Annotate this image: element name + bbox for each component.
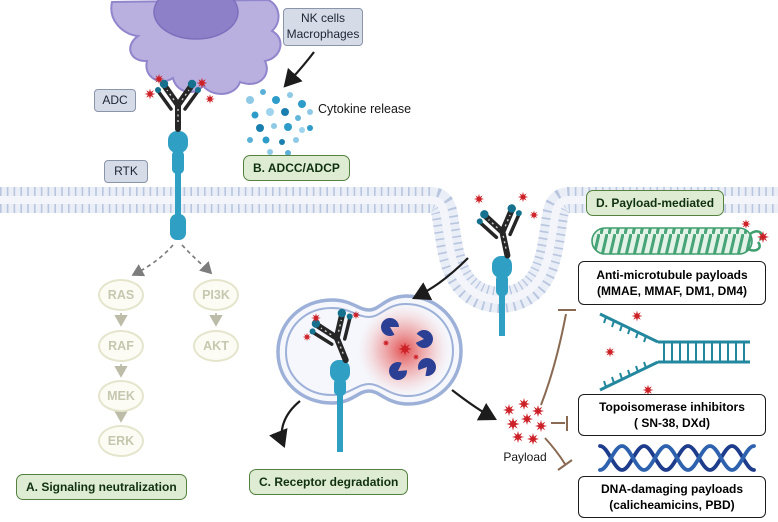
dna-helix (598, 444, 756, 472)
pathway-node-erk: ERK (98, 425, 144, 457)
immune-cells-line2: Macrophages (286, 27, 360, 41)
adc-antibodies (155, 80, 530, 369)
pathway-node-mek: MEK (98, 380, 144, 412)
topoisomerase-line1: Topoisomerase inhibitors (599, 399, 745, 414)
panel-c-receptor-degradation: C. Receptor degradation (249, 469, 409, 495)
dna-damaging-payloads-box: DNA-damaging payloads (calicheamicins, P… (578, 476, 766, 518)
dna-damaging-line2: (calicheamicins, PBD) (609, 498, 735, 512)
panel-b-adcc-adcp: B. ADCC/ADCP (243, 155, 350, 181)
topoisomerase-inhibitors-box: Topoisomerase inhibitors ( SN-38, DXd) (578, 394, 766, 436)
inhibition-lines (540, 309, 576, 471)
anti-microtubule-line1: Anti-microtubule payloads (596, 267, 748, 282)
signaling-branch-arrows (131, 244, 213, 277)
payload-cluster (503, 398, 547, 445)
immune-cell (110, 0, 282, 95)
topoisomerase-line2: ( SN-38, DXd) (633, 416, 710, 430)
rtk-receptors (168, 131, 512, 452)
cytokine-release-label: Cytokine release (318, 102, 412, 116)
immune-cells-box: NK cells Macrophages (283, 8, 363, 46)
process-arrows (269, 51, 497, 449)
anti-microtubule-line2: (MMAE, MMAF, DM1, DM4) (597, 284, 747, 298)
panel-d-payload-mediated: D. Payload-mediated (586, 190, 725, 216)
pathway-node-pi3k: PI3K (193, 279, 239, 311)
pathway-node-ras: RAS (98, 279, 144, 311)
pathway-node-akt: AKT (193, 330, 239, 362)
adc-label-box: ADC (94, 89, 136, 112)
pathway-connector-arrows (114, 313, 223, 423)
dna-damaging-line1: DNA-damaging payloads (600, 481, 744, 496)
cytokine-dots (246, 89, 313, 156)
replication-fork (599, 312, 750, 392)
anti-microtubule-payloads-box: Anti-microtubule payloads (MMAE, MMAF, D… (578, 261, 766, 305)
microtubule (591, 219, 769, 255)
pathway-node-raf: RAF (98, 330, 144, 362)
rtk-label-box: RTK (104, 160, 148, 183)
panel-a-signaling-neutralization: A. Signaling neutralization (16, 474, 187, 500)
immune-cells-line1: NK cells (300, 11, 345, 26)
endosome (276, 294, 463, 406)
payload-label: Payload (503, 450, 547, 464)
